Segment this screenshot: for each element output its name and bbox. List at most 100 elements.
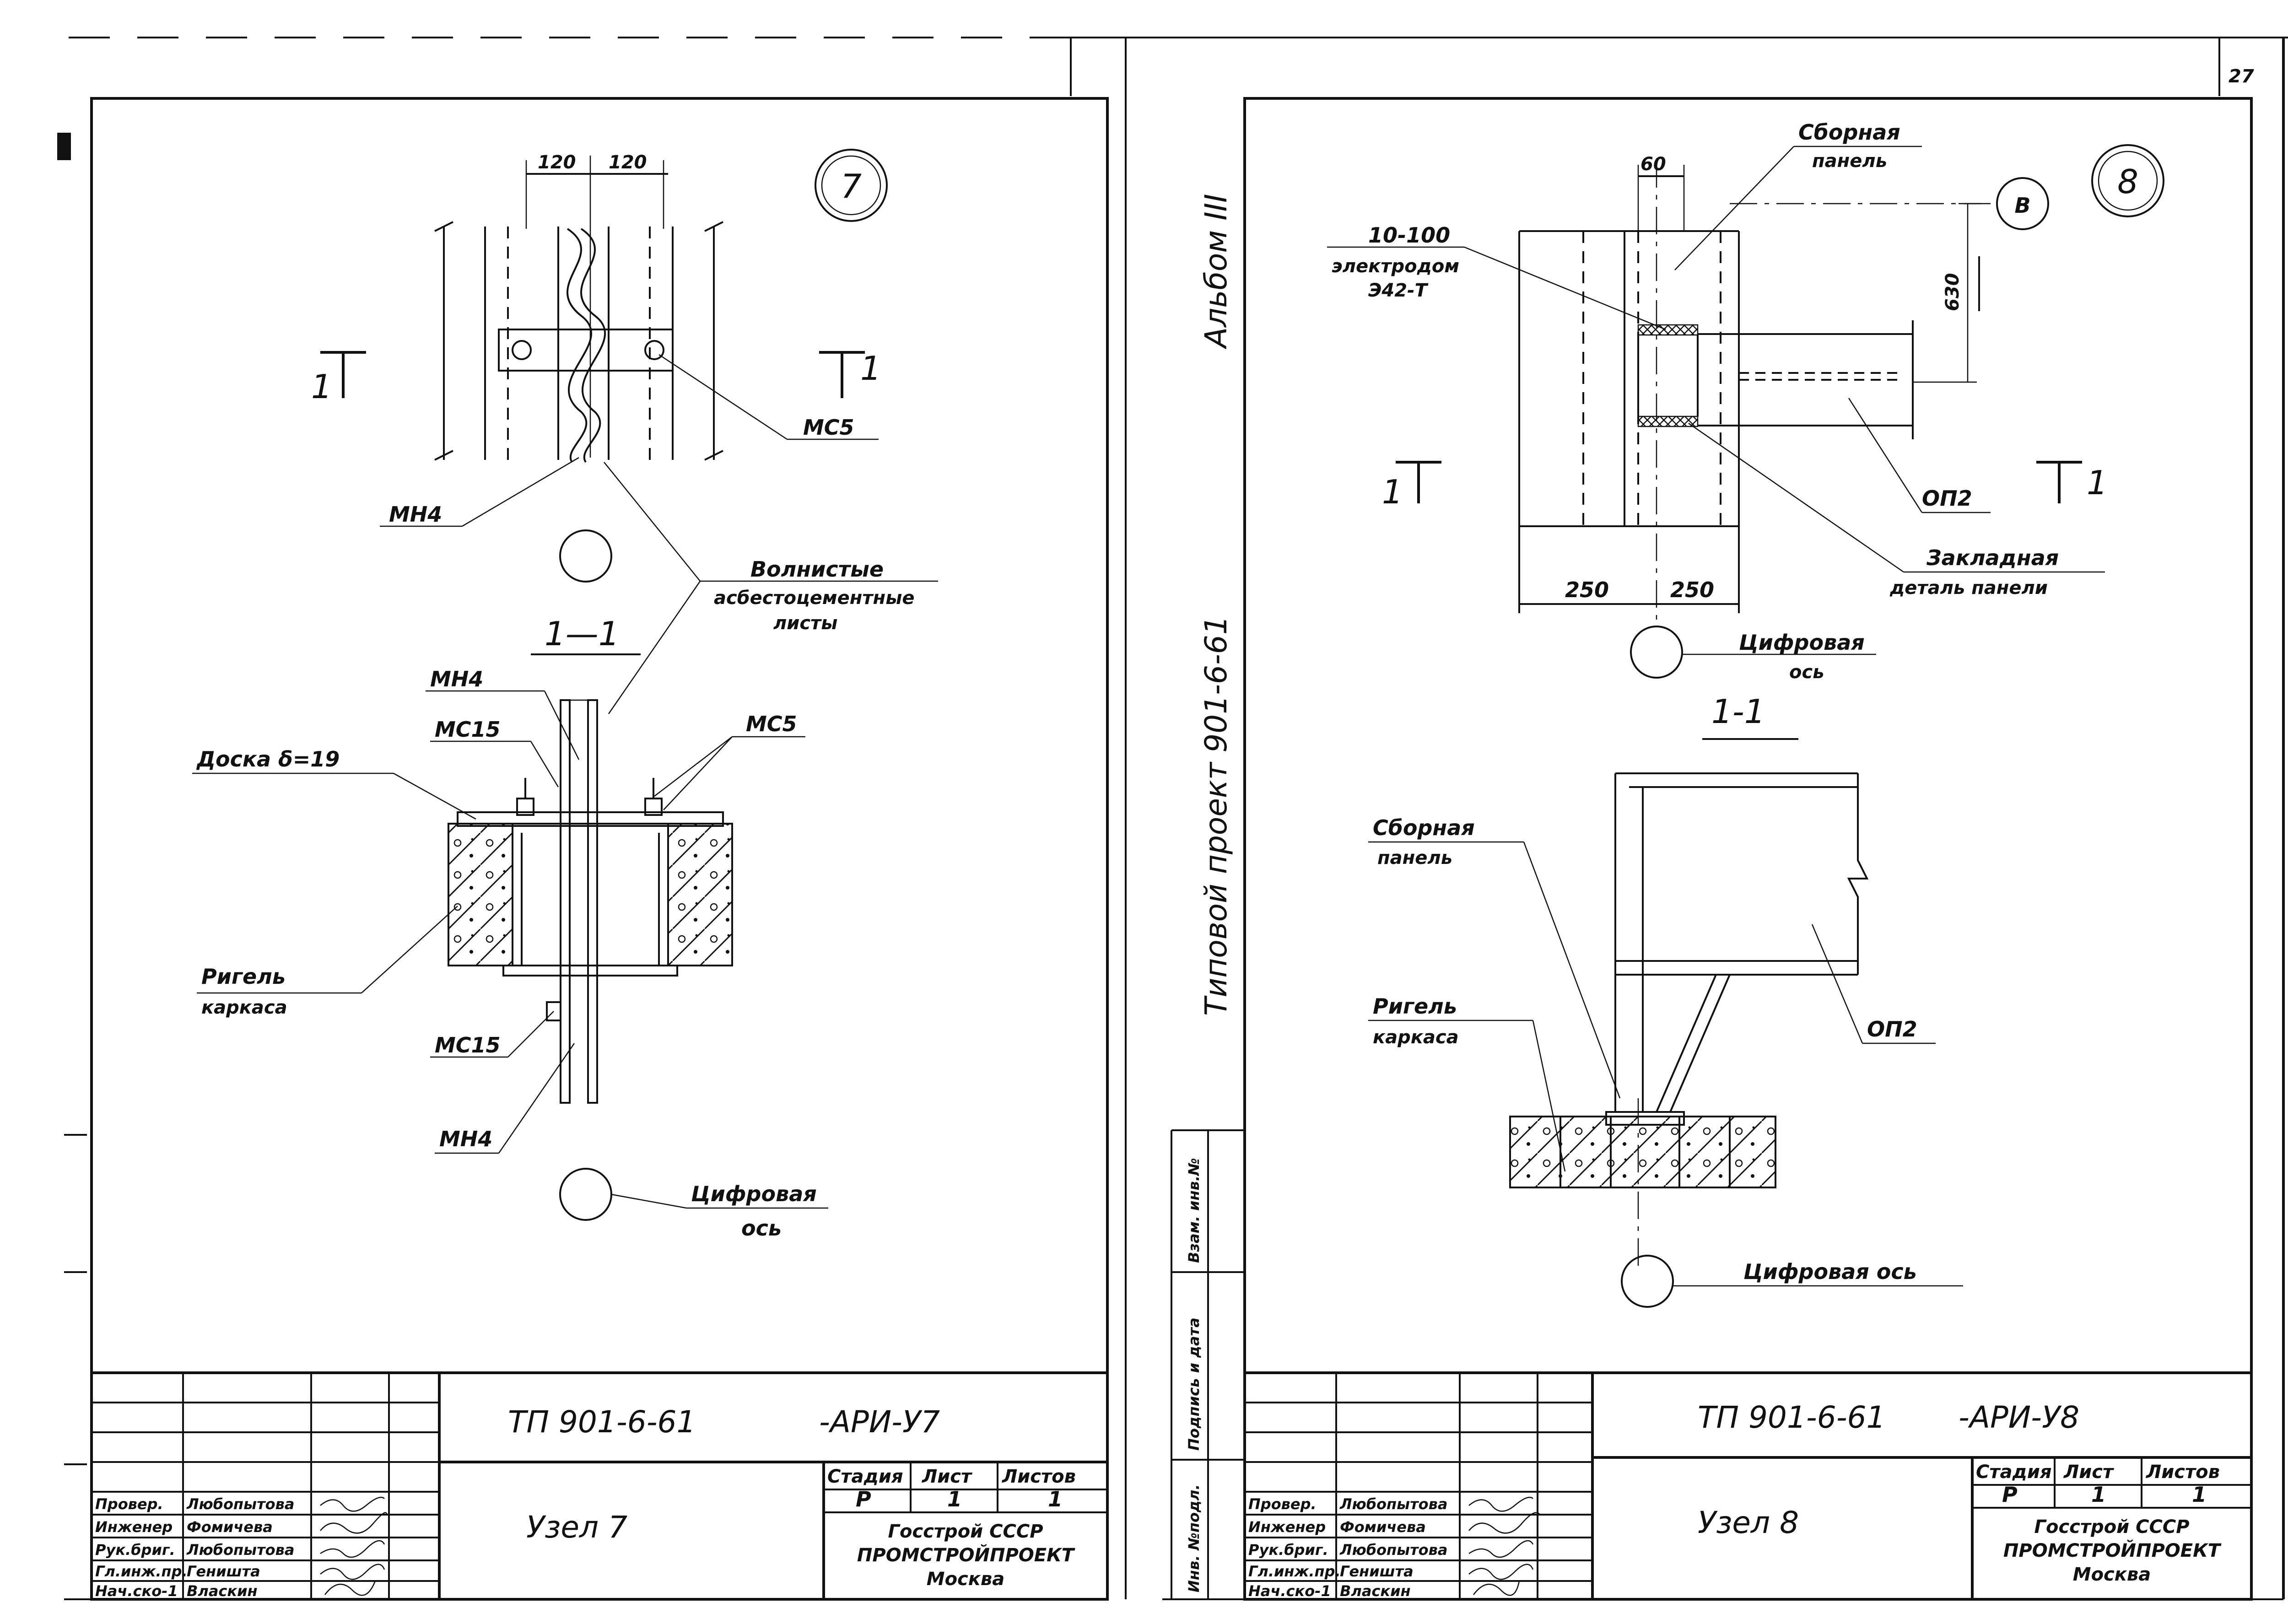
label-embed-2: деталь панели (1889, 577, 2048, 599)
stamp-label-1: Подпись и дата (1185, 1317, 1203, 1451)
node-8-number: 8 (2117, 162, 2138, 201)
label-mc15-section: МС15 (435, 717, 501, 742)
dim-120-b: 120 (609, 152, 647, 173)
person-7-0: Любопытова (186, 1495, 294, 1513)
axis-b-circle (1996, 177, 2049, 230)
label-panel-top-2: панель (1812, 151, 1887, 172)
title-suffix-8: -АРИ-У8 (1959, 1400, 2079, 1435)
stage-value-7: Р (856, 1487, 871, 1511)
label-wave-sheets-3: листы (773, 613, 837, 634)
title-name-8: Узел 8 (1698, 1505, 1799, 1540)
person-7-2: Любопытова (186, 1541, 294, 1559)
role-8-2: Рук.бриг. (1248, 1541, 1328, 1559)
label-axis-7-1: Цифровая (691, 1182, 817, 1206)
page-number: 27 (2229, 66, 2254, 87)
sheet-header-8: Лист (2063, 1462, 2115, 1483)
label-weld-1: 10-100 (1368, 223, 1450, 248)
node-7-circle (815, 149, 888, 222)
dim-120-a: 120 (538, 152, 576, 173)
label-wave-sheets-1: Волнистые (750, 557, 884, 582)
title-code-7: ТП 901-6-61 (508, 1404, 696, 1440)
label-op2-section: ОП2 (1867, 1017, 1917, 1041)
org-7-1: Госстрой СССР (888, 1521, 1043, 1542)
cut-8-left: 1 (1382, 473, 1403, 511)
top-edge-dashes (69, 37, 2288, 96)
person-8-4: Власкин (1340, 1582, 1411, 1600)
left-margin-marks (57, 133, 87, 1465)
role-8-1: Инженер (1248, 1518, 1326, 1536)
stage-header-7: Стадия (827, 1466, 903, 1487)
signatures-8 (1468, 1496, 1541, 1596)
stage-header-8: Стадия (1976, 1462, 2052, 1483)
person-7-3: Геништа (187, 1563, 260, 1580)
label-beam-8-1: Ригель (1373, 994, 1457, 1019)
title-block-7: ТП 901-6-61 -АРИ-У7 Узел 7 Провер. Любоп… (92, 1371, 1107, 1600)
cut-marker-right: 1 (860, 349, 881, 388)
label-mh4-lower: МН4 (439, 1127, 492, 1151)
node-7-number: 7 (841, 167, 862, 205)
section-view-7 (448, 699, 733, 1104)
dim-630: 630 (1942, 273, 1963, 312)
section-title-8: 1-1 (1711, 692, 1765, 731)
role-7-3: Гл.инж.пр. (95, 1563, 188, 1580)
org-8-3: Москва (2073, 1564, 2151, 1585)
role-8-4: Нач.ско-1 (1248, 1582, 1331, 1600)
section-view-8 (1509, 772, 1869, 1272)
signatures-7 (320, 1496, 388, 1596)
label-beam-7-2: каркаса (201, 997, 287, 1018)
stamp-label-2: Взам. инв.№ (1185, 1158, 1203, 1263)
label-panel-b-1: Сборная (1373, 815, 1475, 840)
dim-250-b: 250 (1670, 577, 1714, 602)
person-8-1: Фомичева (1340, 1518, 1426, 1536)
label-axis-8-1: Цифровая (1739, 630, 1865, 655)
title-name-7: Узел 7 (526, 1510, 627, 1545)
label-board: Доска δ=19 (196, 747, 340, 772)
title-suffix-7: -АРИ-У7 (819, 1404, 940, 1440)
org-7-2: ПРОМСТРОЙПРОЕКТ (857, 1544, 1075, 1566)
sheets-value-7: 1 (1048, 1487, 1063, 1511)
person-7-1: Фомичева (187, 1518, 273, 1536)
person-7-4: Власкин (187, 1582, 258, 1600)
sheets-value-8: 1 (2192, 1482, 2207, 1507)
label-mc15-lower: МС15 (435, 1033, 501, 1057)
clamp-plate-7 (498, 329, 674, 372)
label-op2-top: ОП2 (1922, 486, 1972, 511)
label-panel-top-1: Сборная (1798, 120, 1900, 145)
axis-circle-7-top (559, 529, 612, 583)
title-block-8: ТП 901-6-61 -АРИ-У8 Узел 8 Провер. Любоп… (1245, 1371, 2251, 1600)
left-sheet: 7 120 120 (90, 38, 1127, 1601)
label-mc5-top: МС5 (803, 415, 854, 440)
role-8-3: Гл.инж.пр. (1248, 1563, 1341, 1580)
role-7-4: Нач.ско-1 (95, 1582, 178, 1600)
org-8-1: Госстрой СССР (2034, 1516, 2189, 1538)
role-8-0: Провер. (1248, 1495, 1317, 1513)
role-7-0: Провер. (95, 1495, 163, 1513)
axis-circle-7-bottom (559, 1168, 612, 1221)
label-mh4-top: МН4 (389, 502, 442, 527)
dim-60: 60 (1640, 154, 1666, 175)
label-beam-7-1: Ригель (201, 964, 286, 989)
sheets-header-8: Листов (2146, 1462, 2220, 1483)
person-8-2: Любопытова (1339, 1541, 1447, 1559)
sheet-value-7: 1 (947, 1487, 962, 1511)
axis-circle-8-top (1630, 626, 1683, 679)
label-mh4-section: МН4 (430, 667, 483, 691)
stamp-column: Инв. №подл. Подпись и дата Взам. инв.№ (1171, 1129, 1245, 1599)
label-wave-sheets-2: асбестоцементные (714, 588, 915, 609)
label-axis-8-2: ось (1789, 662, 1824, 683)
right-sheet: Альбом III Типовой проект 901-6-61 Инв. … (1171, 38, 2285, 1601)
node-8-circle (2091, 144, 2164, 217)
label-mc5-section: МС5 (746, 712, 797, 736)
axis-circle-8-bottom (1621, 1255, 1674, 1308)
role-7-2: Рук.бриг. (95, 1541, 175, 1559)
title-code-8: ТП 901-6-61 (1698, 1400, 1886, 1435)
label-beam-8-2: каркаса (1373, 1027, 1459, 1048)
label-axis-8-bottom: Цифровая ось (1743, 1259, 1917, 1284)
label-axis-7-2: ось (741, 1216, 782, 1241)
role-7-1: Инженер (95, 1518, 173, 1536)
label-weld-2: электродом (1332, 256, 1459, 277)
section-title-7: 1—1 (545, 615, 620, 653)
album-label: Альбом III (1198, 194, 1234, 350)
